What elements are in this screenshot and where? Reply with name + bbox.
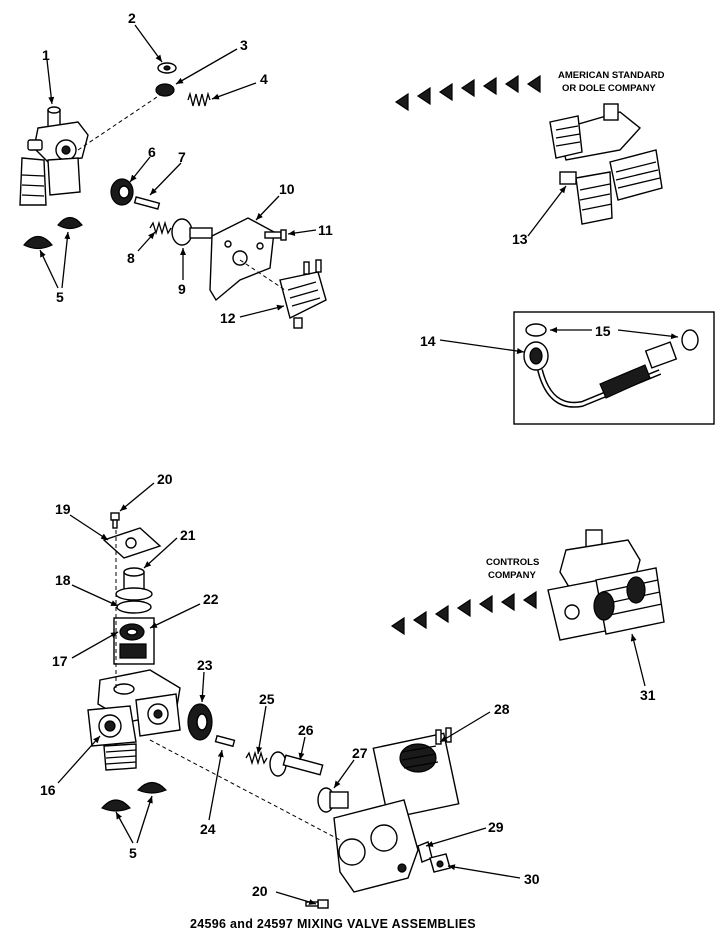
callout-24: 24 bbox=[200, 821, 216, 837]
callout-23: 23 bbox=[197, 657, 213, 673]
leader-lines bbox=[39, 24, 679, 905]
callout-11: 11 bbox=[318, 222, 333, 238]
coil-part-28 bbox=[372, 727, 460, 820]
pin-part-24 bbox=[214, 734, 236, 748]
plunger-part-27 bbox=[317, 787, 349, 813]
diaphragm-part-23 bbox=[187, 703, 213, 741]
screw-part-20-top bbox=[110, 512, 120, 529]
controls-company-label-line2: COMPANY bbox=[488, 570, 537, 581]
callout-3: 3 bbox=[240, 37, 248, 53]
callout-31: 31 bbox=[640, 687, 656, 703]
callout-8: 8 bbox=[127, 250, 135, 266]
assembly-line-top bbox=[77, 94, 161, 151]
callout-12: 12 bbox=[220, 310, 236, 326]
screw-part-20-bottom bbox=[305, 899, 329, 909]
valve-body-part-16 bbox=[87, 669, 181, 771]
callout-16: 16 bbox=[40, 782, 56, 798]
guide-part-3 bbox=[155, 83, 175, 97]
callout-22: 22 bbox=[203, 591, 219, 607]
controls-company-label-line1: CONTROLS bbox=[486, 557, 539, 568]
callout-1: 1 bbox=[42, 47, 50, 63]
diaphragm-part-6 bbox=[110, 178, 134, 206]
american-standard-label-line2: OR DOLE COMPANY bbox=[562, 83, 656, 94]
callout-9: 9 bbox=[178, 281, 186, 297]
callout-15: 15 bbox=[595, 323, 611, 339]
callout-21: 21 bbox=[180, 527, 196, 543]
callout-28: 28 bbox=[494, 701, 510, 717]
callout-numbers: 1 2 3 4 5 6 7 8 9 10 11 12 13 14 15 16 1… bbox=[40, 10, 656, 899]
callout-13: 13 bbox=[512, 231, 528, 247]
spring-part-8 bbox=[149, 220, 172, 236]
callout-5-top: 5 bbox=[56, 289, 64, 305]
callout-26: 26 bbox=[298, 722, 314, 738]
callout-14: 14 bbox=[420, 333, 436, 349]
american-standard-valve-part-13 bbox=[549, 103, 663, 225]
o-ring-part-18 bbox=[116, 600, 152, 614]
inlet-screens-part-5-bottom bbox=[101, 781, 168, 812]
inlet-screens-part-5-top bbox=[23, 216, 83, 250]
callout-30: 30 bbox=[524, 871, 540, 887]
callout-20-bottom: 20 bbox=[252, 883, 268, 899]
callout-29: 29 bbox=[488, 819, 504, 835]
callout-4: 4 bbox=[260, 71, 268, 87]
pin-part-7 bbox=[133, 196, 161, 210]
assembly-line-bracket bbox=[239, 259, 286, 291]
gasket-plate-part-19 bbox=[102, 527, 162, 559]
callout-7: 7 bbox=[178, 149, 186, 165]
spring-part-25 bbox=[245, 750, 268, 766]
direction-arrows-bottom bbox=[390, 590, 537, 636]
bracket-part-10 bbox=[209, 217, 275, 302]
spring-part-4 bbox=[187, 91, 211, 107]
assembly-line-bottom bbox=[149, 739, 341, 841]
armature-part-9 bbox=[171, 218, 213, 246]
washer-part-2 bbox=[157, 62, 177, 74]
diagram-caption: 24596 and 24597 MIXING VALVE ASSEMBLIES bbox=[190, 917, 476, 931]
armature-part-26 bbox=[269, 751, 324, 777]
callout-10: 10 bbox=[279, 181, 295, 197]
screw-part-11 bbox=[264, 229, 287, 241]
callout-25: 25 bbox=[259, 691, 275, 707]
solenoid-coil-part-12 bbox=[279, 259, 327, 329]
flow-washer-box bbox=[113, 617, 155, 665]
nut-part-30 bbox=[429, 853, 451, 873]
bracket-plate bbox=[333, 799, 419, 893]
hose-kit-box bbox=[513, 311, 715, 425]
callout-5-bottom: 5 bbox=[129, 845, 137, 861]
callout-27: 27 bbox=[352, 745, 368, 761]
cap-part-21 bbox=[115, 567, 153, 601]
callout-19: 19 bbox=[55, 501, 71, 517]
callout-2: 2 bbox=[128, 10, 136, 26]
american-standard-label-line1: AMERICAN STANDARD bbox=[558, 70, 665, 81]
callout-17: 17 bbox=[52, 653, 68, 669]
callout-18: 18 bbox=[55, 572, 71, 588]
callout-6: 6 bbox=[148, 144, 156, 160]
direction-arrows-top bbox=[394, 74, 541, 112]
valve-body-part-1 bbox=[19, 106, 89, 206]
controls-company-valve-part-31 bbox=[547, 529, 665, 641]
callout-20-top: 20 bbox=[157, 471, 173, 487]
